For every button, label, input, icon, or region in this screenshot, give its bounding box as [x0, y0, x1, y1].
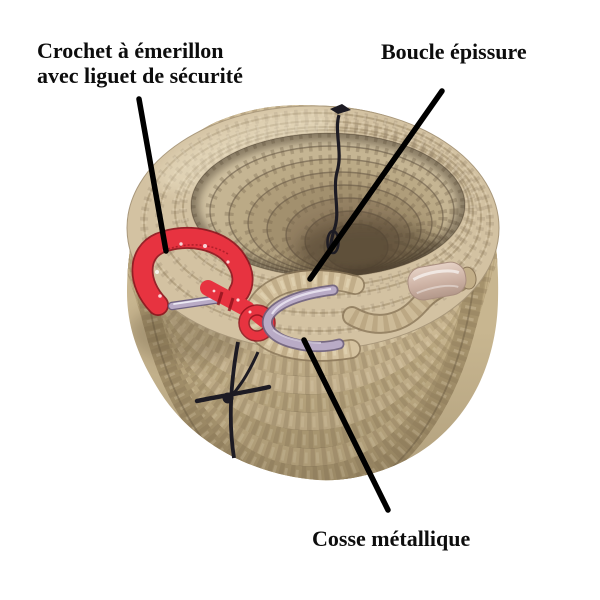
label-splice-text: Boucle épissure [381, 39, 527, 64]
hook-engraving [167, 244, 229, 255]
tape-gloss-2 [416, 284, 459, 295]
twine-knot-bottom [222, 392, 234, 404]
tape-gloss [412, 269, 460, 281]
thimble [261, 284, 345, 353]
twine-knot-top [330, 104, 351, 114]
safety-latch-highlight [173, 297, 217, 305]
annotation-line-thimble [301, 337, 391, 513]
swivel-collar-2 [227, 297, 235, 312]
label-thimble-text: Cosse métallique [312, 526, 471, 551]
thimble-highlight-bottom [272, 329, 322, 344]
label-hook-line1: Crochet à émerillon [37, 38, 224, 63]
rope-end-taped [407, 261, 477, 301]
label-thimble: Cosse métallique [312, 526, 470, 551]
label-splice: Boucle épissure [381, 39, 527, 64]
thimble-highlight-top [271, 287, 332, 315]
swivel-hook [131, 226, 276, 342]
label-hook-line2: avec liguet de sécurité [37, 63, 243, 88]
annotation-line-hook [136, 96, 169, 254]
annotation-line-splice [307, 88, 445, 282]
safety-latch [169, 296, 223, 309]
twine-tie-bottom [194, 341, 272, 459]
hook-bow [133, 228, 252, 315]
label-hook: Crochet à émerillon avec liguet de sécur… [37, 38, 243, 88]
swivel-collar-1 [216, 291, 224, 306]
